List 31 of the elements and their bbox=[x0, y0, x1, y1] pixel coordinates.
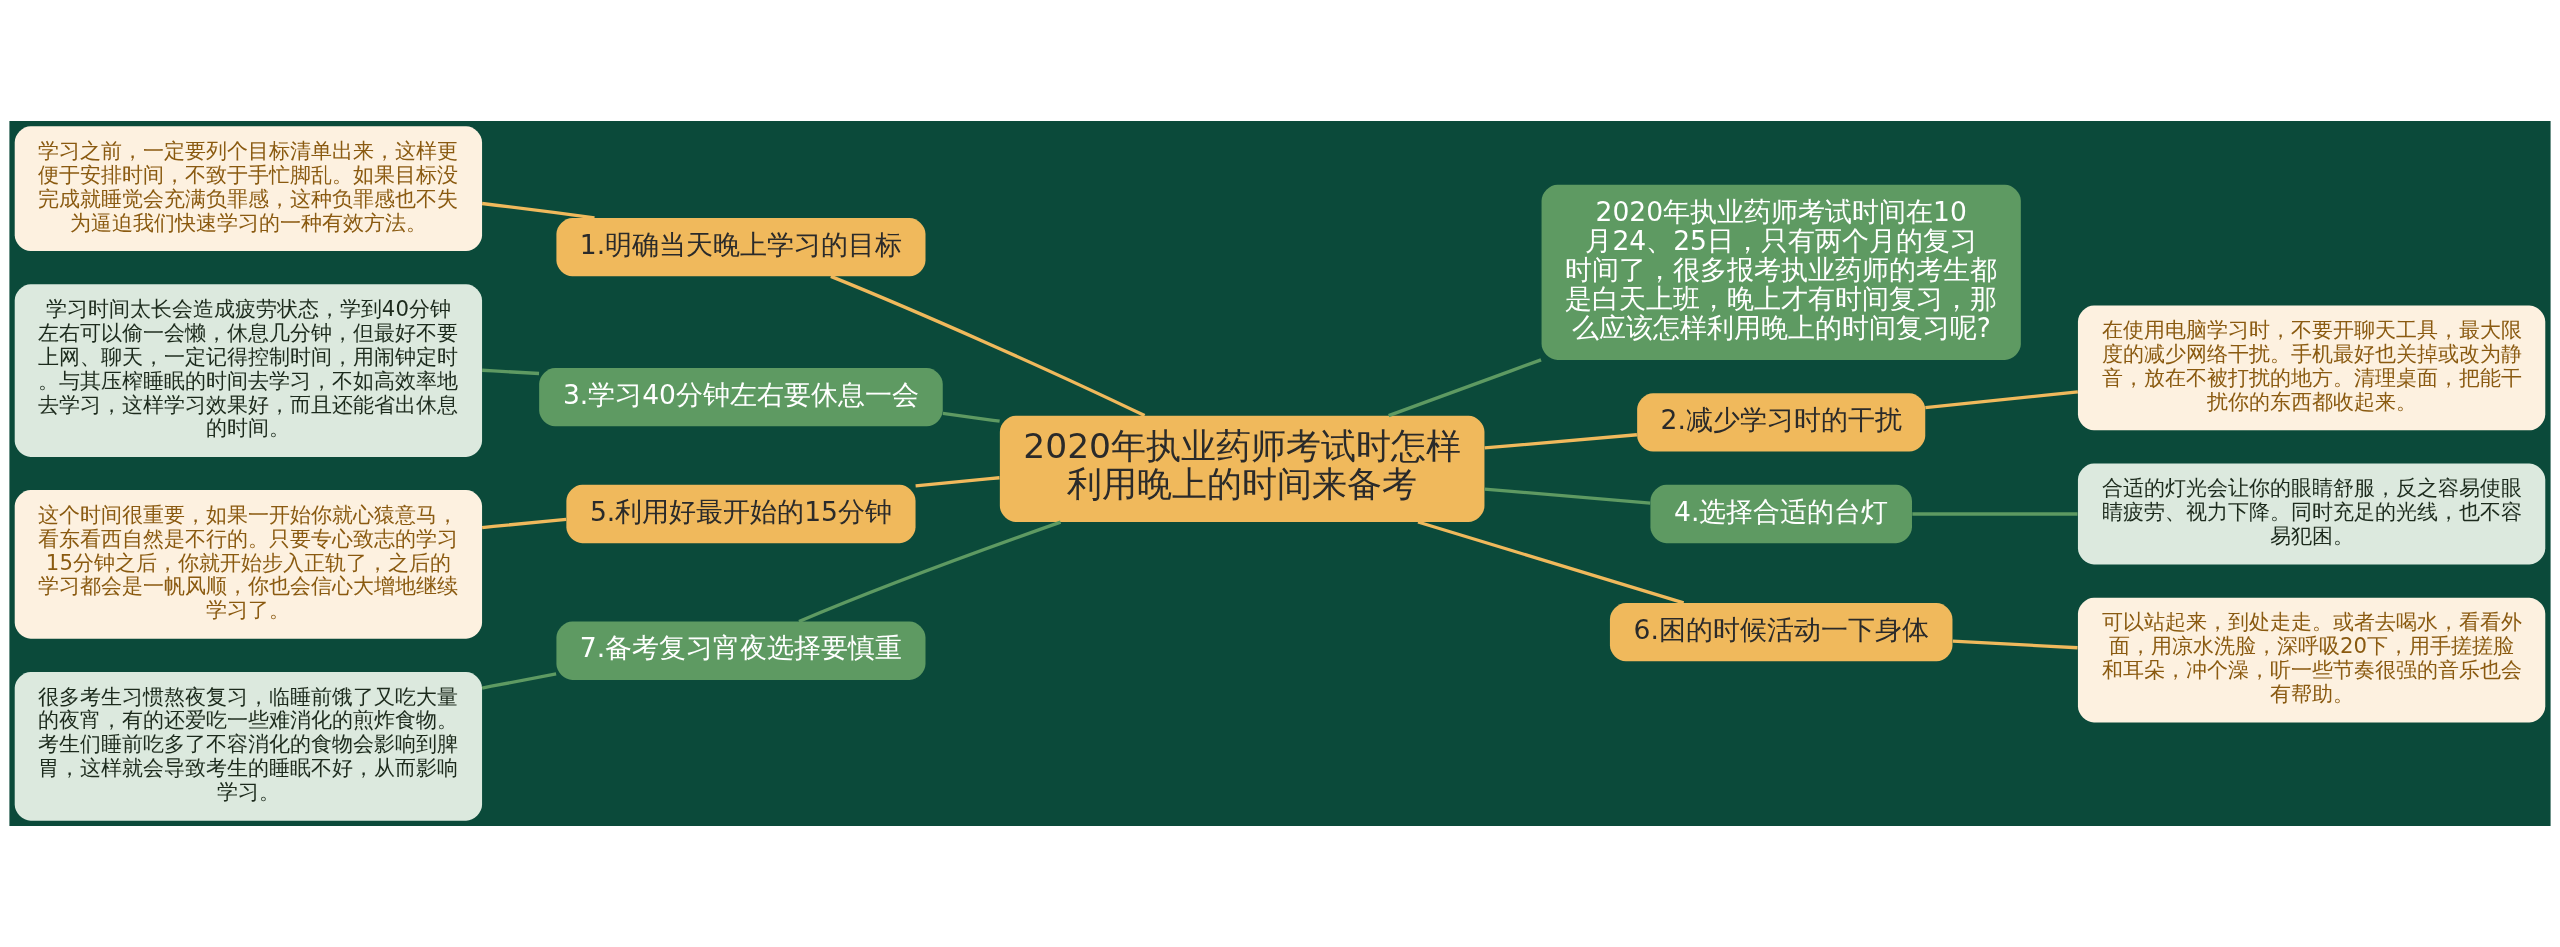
node-box: 2.减少学习时的干扰 bbox=[1637, 393, 1926, 452]
node-box: 学习之前，一定要列个目标清单出来，这样更便于安排时间，不致于手忙脚乱。如果目标没完成就睡觉会充满负罪感，这种负罪感也不失为逼迫我们快速学习的一种有效方法。 bbox=[14, 126, 483, 252]
node-box: 这个时间很重要，如果一开始你就心猿意马，看东看西自然是不行的。只要专心致志的学习15分钟之后，你就开始步入正轨了，之后的学习都会是一帆风顺，你也会信心大增地继续学习了。 bbox=[14, 490, 483, 639]
connector bbox=[1484, 433, 1638, 450]
connector bbox=[482, 368, 540, 376]
node-box: 在使用电脑学习时，不要开聊天工具，最大限度的减少网络干扰。手机最好也关掉或改为静音，放在不被打扰的地方。清理桌面，把能干扰你的东西都收起来。 bbox=[2077, 305, 2546, 431]
node-box: 很多考生习惯熬夜复习，临睡前饿了又吃大量的夜宵，有的还爱吃一些难消化的煎炸食物。考生们睡前吃多了不容消化的食物会影响到脾胃，这样就会导致考生的睡眠不好，从而影响学习。 bbox=[14, 672, 483, 821]
connector bbox=[830, 274, 1146, 418]
node-box: 2020年执业药师考试时怎样利用晚上的时间来备考 bbox=[999, 415, 1485, 522]
connector bbox=[1388, 358, 1542, 418]
connector bbox=[915, 476, 1000, 488]
connector bbox=[1484, 487, 1651, 505]
node-box: 3.学习40分钟左右要休息一会 bbox=[539, 367, 943, 427]
connector bbox=[1925, 390, 2078, 410]
node-box: 合适的灯光会让你的眼睛舒服，反之容易使眼睛疲劳、视力下降。同时充足的光线，也不容易犯困。 bbox=[2077, 463, 2546, 565]
connector bbox=[481, 201, 595, 220]
node-box: 4.选择合适的台灯 bbox=[1650, 484, 1912, 544]
node-box: 可以站起来，到处走走。或者去喝水，看看外面，用凉水洗脸，深呼吸20下，用手搓搓脸和耳朵，冲个澡，听一些节奏很强的音乐也会有帮助。 bbox=[2077, 597, 2546, 723]
node-box: 7.备考复习宵夜选择要慎重 bbox=[556, 621, 926, 680]
connector bbox=[481, 672, 557, 690]
node-box: 1.明确当天晚上学习的目标 bbox=[556, 217, 926, 277]
node-box: 学习时间太长会造成疲劳状态，学到40分钟左右可以偷一会懒，休息几分钟，但最好不要上网、聊天，一定记得控制时间，用闹钟定时。与其压榨睡眠的时间去学习，不如高效率地去学习，这样学习效果好，而且还能省出休息的时间。 bbox=[14, 284, 483, 457]
connector bbox=[942, 411, 1000, 423]
connector bbox=[481, 517, 567, 530]
connector bbox=[1912, 512, 2078, 516]
connector bbox=[1417, 520, 1685, 605]
node-box: 6.困的时候活动一下身体 bbox=[1609, 602, 1953, 662]
node-box: 2020年执业药师考试时间在10月24、25日，只有两个月的复习时间了，很多报考执业药师的考生都是白天上班，晚上才有时间复习，那么应该怎样利用晚上的时间复习呢? bbox=[1541, 184, 2021, 360]
connector bbox=[798, 520, 1062, 623]
node-box: 5.利用好最开始的15分钟 bbox=[566, 484, 916, 544]
connector bbox=[1952, 639, 2078, 650]
